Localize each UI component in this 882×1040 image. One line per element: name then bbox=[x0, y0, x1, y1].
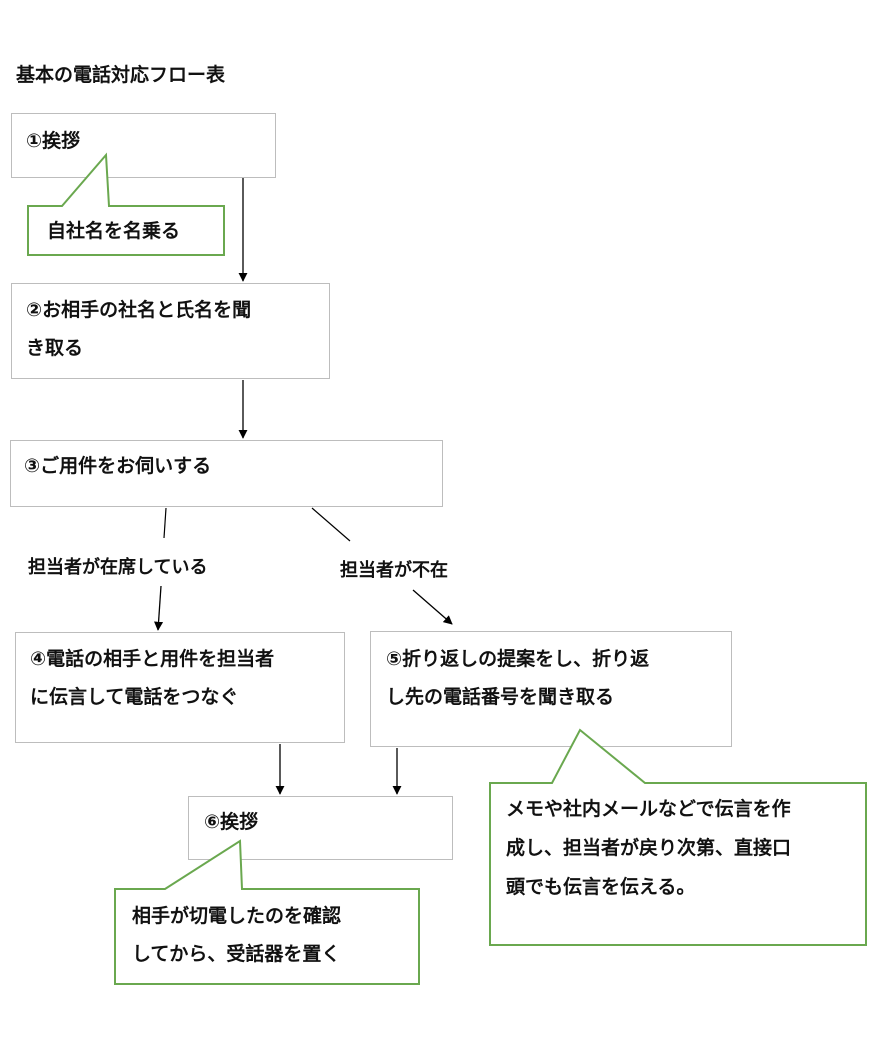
step-2-box bbox=[11, 283, 330, 379]
step-4-box bbox=[15, 632, 345, 743]
callout-1-text: 自社名を名乗る bbox=[47, 220, 181, 242]
step-1-text: ①挨拶 bbox=[26, 130, 81, 152]
callout-2-text-line3: 頭でも伝言を伝える。 bbox=[506, 876, 696, 898]
callout-2-text-line1: メモや社内メールなどで伝言を作 bbox=[506, 798, 791, 820]
branch-line-absent-top bbox=[311, 507, 351, 542]
step-2-text-line1: ②お相手の社名と氏名を聞 bbox=[26, 299, 252, 321]
step-4-text-line2: に伝言して電話をつなぐ bbox=[30, 686, 239, 708]
branch-label-present: 担当者が在席している bbox=[28, 557, 208, 578]
arrow-present-to-4 bbox=[154, 585, 164, 631]
step-6-text: ⑥挨拶 bbox=[204, 811, 259, 833]
step-3-box bbox=[10, 440, 443, 507]
branch-label-absent: 担当者が不在 bbox=[340, 560, 448, 581]
callout-1-shape bbox=[27, 152, 225, 256]
step-4-text-line1: ④電話の相手と用件を担当者 bbox=[30, 648, 275, 670]
callout-3-shape bbox=[114, 839, 420, 985]
arrow-absent-to-5 bbox=[412, 589, 453, 625]
callout-2-text-line2: 成し、担当者が戻り次第、直接口 bbox=[506, 837, 792, 859]
page-title: 基本の電話対応フロー表 bbox=[16, 64, 226, 86]
step-2-text-line2: き取る bbox=[26, 337, 84, 359]
callout-2-shape bbox=[489, 728, 867, 946]
step-5-text-line1: ⑤折り返しの提案をし、折り返 bbox=[386, 648, 650, 670]
step-3-text: ③ご用件をお伺いする bbox=[24, 455, 212, 477]
step-5-text-line2: し先の電話番号を聞き取る bbox=[386, 686, 615, 708]
callout-3-text-line2: してから、受話器を置く bbox=[132, 943, 341, 965]
callout-3-text-line1: 相手が切電したのを確認 bbox=[132, 905, 342, 927]
step-1-box bbox=[11, 113, 276, 178]
branch-line-present-top bbox=[163, 507, 167, 539]
step-5-box bbox=[370, 631, 732, 747]
